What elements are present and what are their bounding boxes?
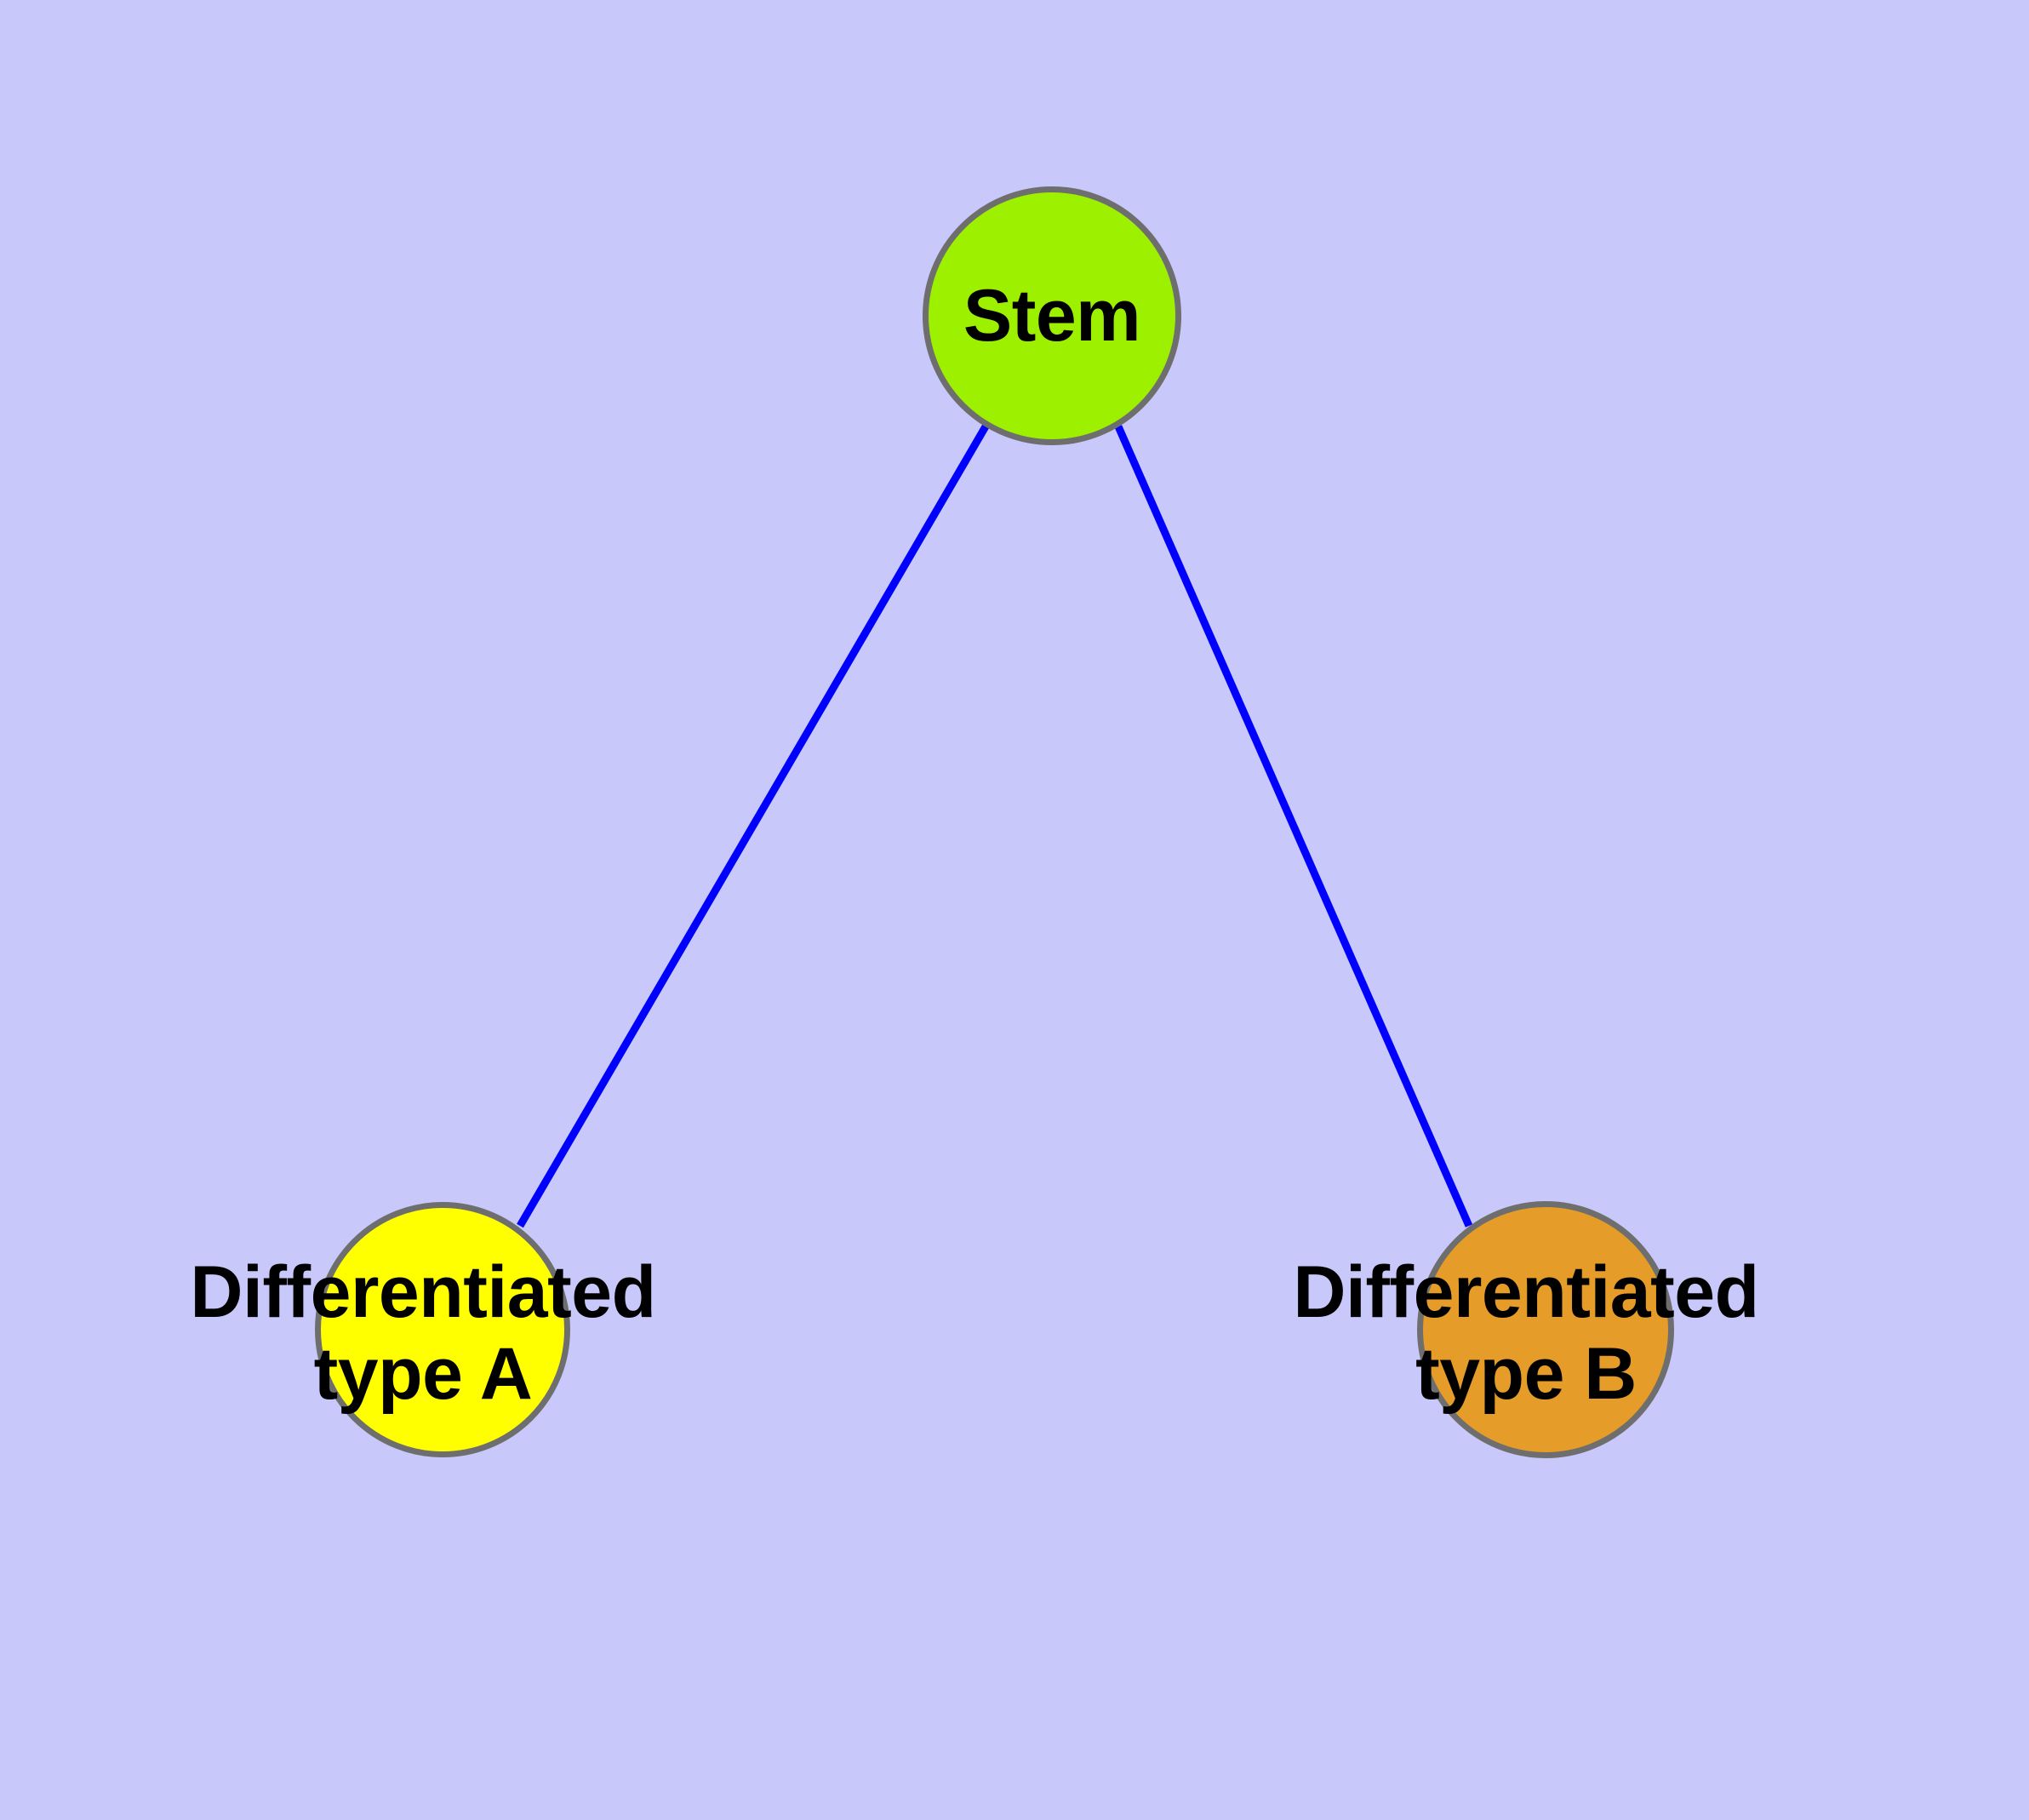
graph-edge-stem-to-diff-a [517, 424, 989, 1228]
graph-node-diff-b[interactable] [1417, 1201, 1674, 1458]
graph-edge-stem-to-diff-b [1114, 425, 1473, 1228]
graph-node-diff-a[interactable] [315, 1202, 570, 1457]
graph-node-stem[interactable] [923, 186, 1181, 445]
